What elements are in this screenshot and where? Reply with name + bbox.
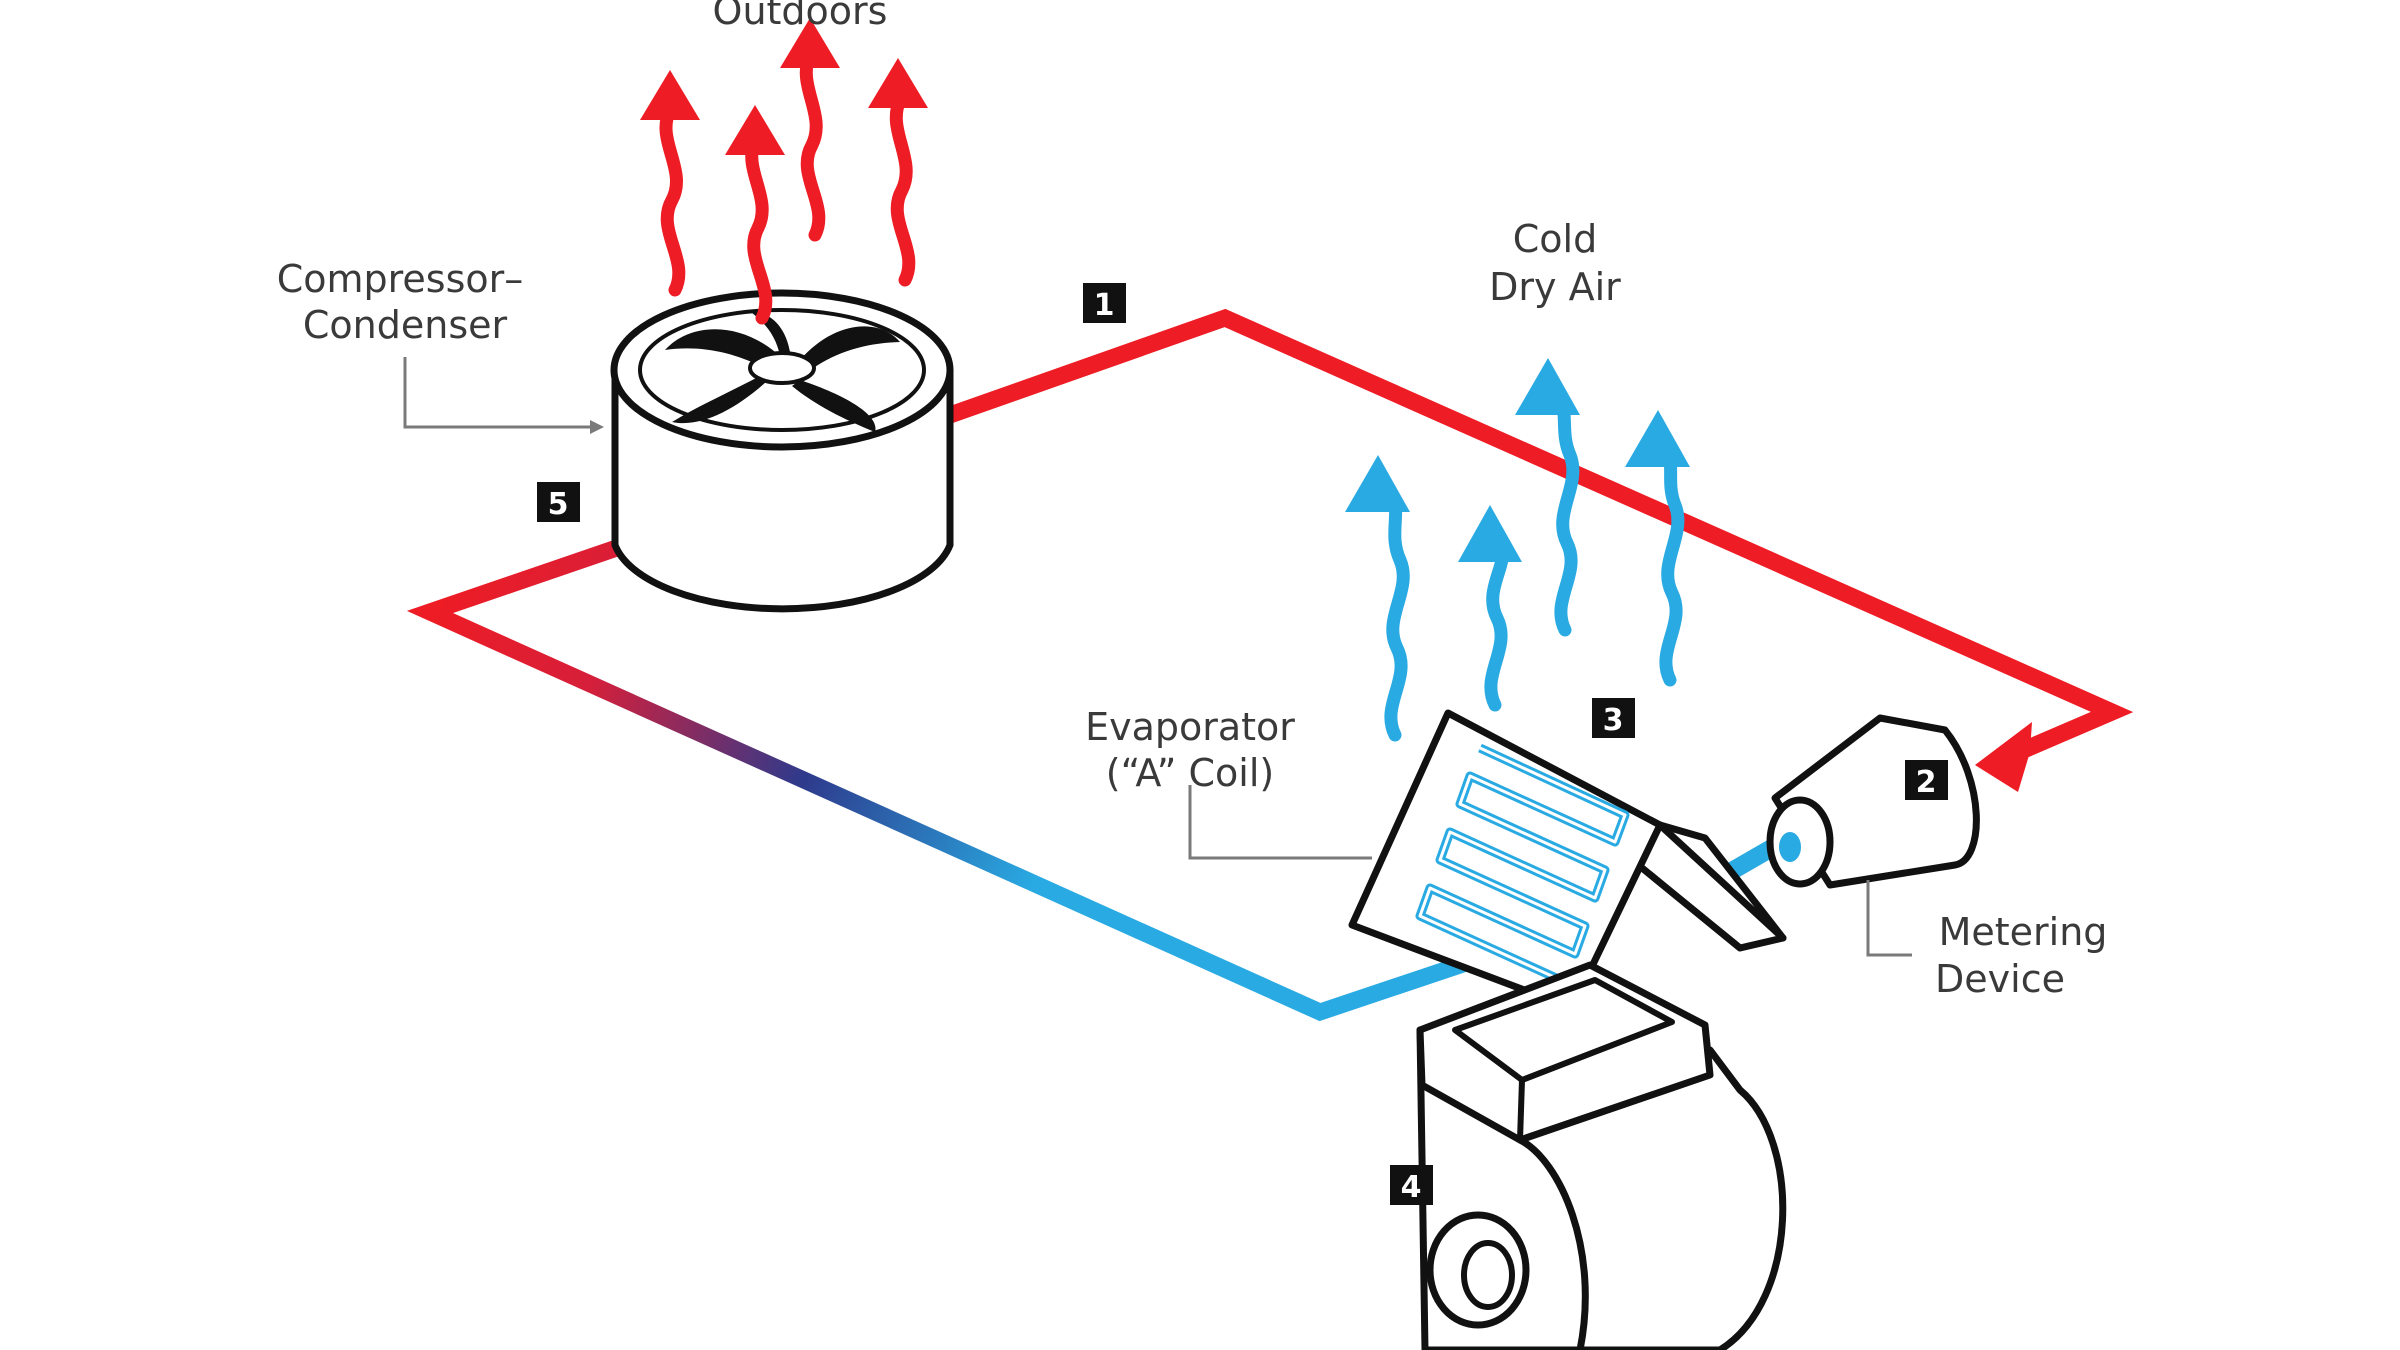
- step-marker-3: 3: [1592, 698, 1635, 738]
- svg-text:1: 1: [1094, 288, 1115, 323]
- svg-text:2: 2: [1916, 765, 1937, 800]
- cold-arrow-heads: [1345, 358, 1690, 562]
- svg-text:4: 4: [1401, 1170, 1422, 1205]
- evaporator-coil: [1348, 709, 1787, 1012]
- cold-air-arrows: [1384, 398, 1685, 742]
- metering-device: [1766, 714, 1980, 889]
- return-refrigerant-line: [406, 531, 1493, 1022]
- label-outdoors: Outdoors: [713, 0, 888, 33]
- step-marker-2: 2: [1905, 760, 1948, 800]
- label-compressor: Compressor–: [277, 257, 524, 301]
- label-metering: Metering: [1939, 910, 2108, 954]
- step-marker-1: 1: [1083, 283, 1126, 323]
- outdoor-arrow-heads: [640, 18, 928, 155]
- hot-refrigerant-line: [947, 308, 2134, 763]
- svg-text:3: 3: [1603, 703, 1624, 738]
- leader-lines: [403, 357, 1912, 957]
- label-a-coil: (“A” Coil): [1106, 751, 1274, 795]
- condenser-unit: [610, 289, 954, 613]
- svg-text:5: 5: [548, 487, 569, 522]
- label-cold: Cold: [1513, 217, 1597, 261]
- fan-blades-icon: [665, 310, 900, 432]
- arrow-to-metering-icon: [1975, 722, 2032, 792]
- label-dry-air: Dry Air: [1489, 265, 1621, 309]
- step-marker-4: 4: [1390, 1165, 1433, 1205]
- leader-arrow-icon: [590, 420, 604, 434]
- step-marker-5: 5: [537, 482, 580, 522]
- label-condenser: Condenser: [303, 303, 508, 347]
- blower-unit: [1416, 961, 1787, 1350]
- label-device: Device: [1935, 957, 2065, 1001]
- outdoor-heat-arrows: [659, 48, 916, 325]
- label-evaporator: Evaporator: [1085, 705, 1295, 749]
